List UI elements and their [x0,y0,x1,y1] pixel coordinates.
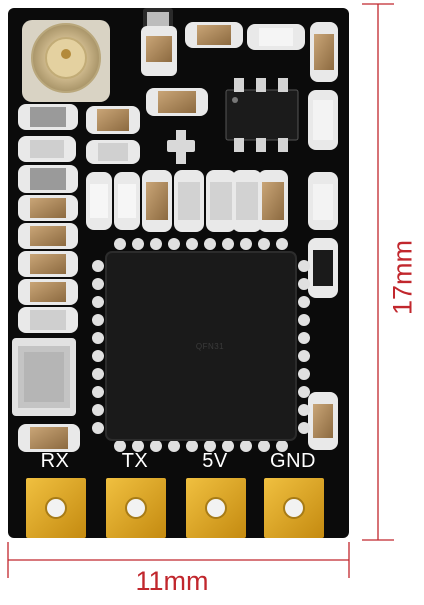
qfn-pad-ring [92,238,310,452]
pad-label-rx: RX [40,450,70,472]
antenna-connector [22,20,110,102]
height-dimension-label: 17mm [387,240,418,316]
dimension-lines [7,3,394,578]
chip-marking: QFN31 [195,342,225,351]
solder-pads [26,478,324,538]
qfn-chip [105,251,297,441]
pad-label-5v: 5V [202,450,228,472]
width-dimension-label: 11mm [135,566,209,596]
pad-label-gnd: GND [270,450,316,472]
smd-components [12,8,338,452]
pad-label-tx: TX [121,450,149,472]
